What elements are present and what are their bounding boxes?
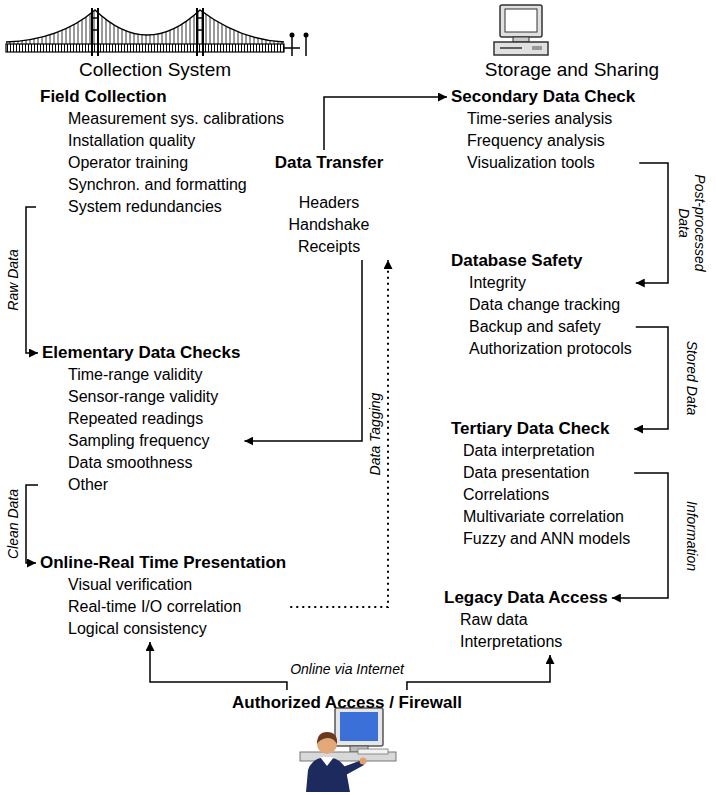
list-item: Data presentation xyxy=(463,462,630,484)
list-item: Fuzzy and ANN models xyxy=(463,528,630,550)
list-item: Sampling frequency xyxy=(68,430,240,452)
list-item: Authorization protocols xyxy=(469,338,632,360)
group-heading: Online-Real Time Presentation xyxy=(40,552,286,574)
list-item: Time-range validity xyxy=(68,364,240,386)
flow-arrow xyxy=(634,327,668,429)
list-item: Synchron. and formatting xyxy=(68,174,284,196)
dotted-arrow xyxy=(290,260,388,607)
computer-icon xyxy=(494,5,548,55)
list-item: Operator training xyxy=(68,152,284,174)
data-check-group: Elementary Data ChecksTime-range validit… xyxy=(38,340,244,498)
list-item: Installation quality xyxy=(68,130,284,152)
list-item: Sensor-range validity xyxy=(68,386,240,408)
edge-label: Information xyxy=(684,498,700,572)
edge-label: Online via Internet xyxy=(288,661,406,677)
data-transfer-group: Data TransferHeadersHandshakeReceipts xyxy=(255,150,403,260)
list-item: Repeated readings xyxy=(68,408,240,430)
bridge-icon xyxy=(6,8,309,56)
flow-arrow xyxy=(26,485,38,563)
column-title: Storage and Sharing xyxy=(485,59,659,81)
edge-label: Data Tagging xyxy=(367,390,383,477)
list-item: Other xyxy=(68,474,240,496)
list-item: Data change tracking xyxy=(469,294,632,316)
field-collection-group: Field CollectionMeasurement sys. calibra… xyxy=(36,84,288,220)
list-item: Correlations xyxy=(463,484,630,506)
flow-arrow xyxy=(150,642,287,690)
group-heading: Authorized Access / Firewall xyxy=(232,692,462,714)
list-item: Raw data xyxy=(460,609,608,631)
flow-arrow xyxy=(324,97,447,150)
list-item: Logical consistency xyxy=(68,618,286,640)
list-item: Real-time I/O correlation xyxy=(68,596,286,618)
list-item: Backup and safety xyxy=(469,316,632,338)
data-check-group: Tertiary Data CheckData interpretationDa… xyxy=(447,416,634,552)
list-item: System redundancies xyxy=(68,196,284,218)
edge-label: Clean Data xyxy=(5,487,21,561)
list-item: Headers xyxy=(259,192,399,214)
list-item: Time-series analysis xyxy=(467,108,635,130)
group-heading: Database Safety xyxy=(451,250,632,272)
legacy-access-group: Legacy Data AccessRaw dataInterpretation… xyxy=(440,585,612,655)
database-group: Database SafetyIntegrityData change trac… xyxy=(447,248,636,362)
list-item: Measurement sys. calibrations xyxy=(68,108,284,130)
flow-arrow xyxy=(26,207,38,353)
flow-arrow xyxy=(244,260,362,441)
column-title: Collection System xyxy=(79,59,231,81)
group-heading: Field Collection xyxy=(40,86,284,108)
access-gateway: Authorized Access / Firewall xyxy=(228,690,466,716)
flow-arrow xyxy=(407,655,550,690)
list-item: Multivariate correlation xyxy=(463,506,630,528)
list-item: Visualization tools xyxy=(467,152,635,174)
edge-label: Raw Data xyxy=(5,247,21,312)
flow-arrow xyxy=(636,163,668,283)
user-icon xyxy=(300,708,396,792)
group-heading: Secondary Data Check xyxy=(451,86,635,108)
edge-label: Stored Data xyxy=(684,339,700,418)
group-heading: Legacy Data Access xyxy=(444,587,608,609)
data-check-group: Secondary Data CheckTime-series analysis… xyxy=(447,84,639,176)
presentation-group: Online-Real Time PresentationVisual veri… xyxy=(36,550,290,642)
group-heading: Data Transfer xyxy=(259,152,399,174)
list-item: Integrity xyxy=(469,272,632,294)
list-item: Data smoothness xyxy=(68,452,240,474)
list-item: Interpretations xyxy=(460,631,608,653)
group-heading: Elementary Data Checks xyxy=(42,342,240,364)
list-item: Data interpretation xyxy=(463,440,630,462)
list-item: Receipts xyxy=(259,236,399,258)
list-item: Visual verification xyxy=(68,574,286,596)
group-heading: Tertiary Data Check xyxy=(451,418,630,440)
list-item: Frequency analysis xyxy=(467,130,635,152)
list-item: Handshake xyxy=(259,214,399,236)
edge-label: Post-processed Data xyxy=(676,169,708,277)
